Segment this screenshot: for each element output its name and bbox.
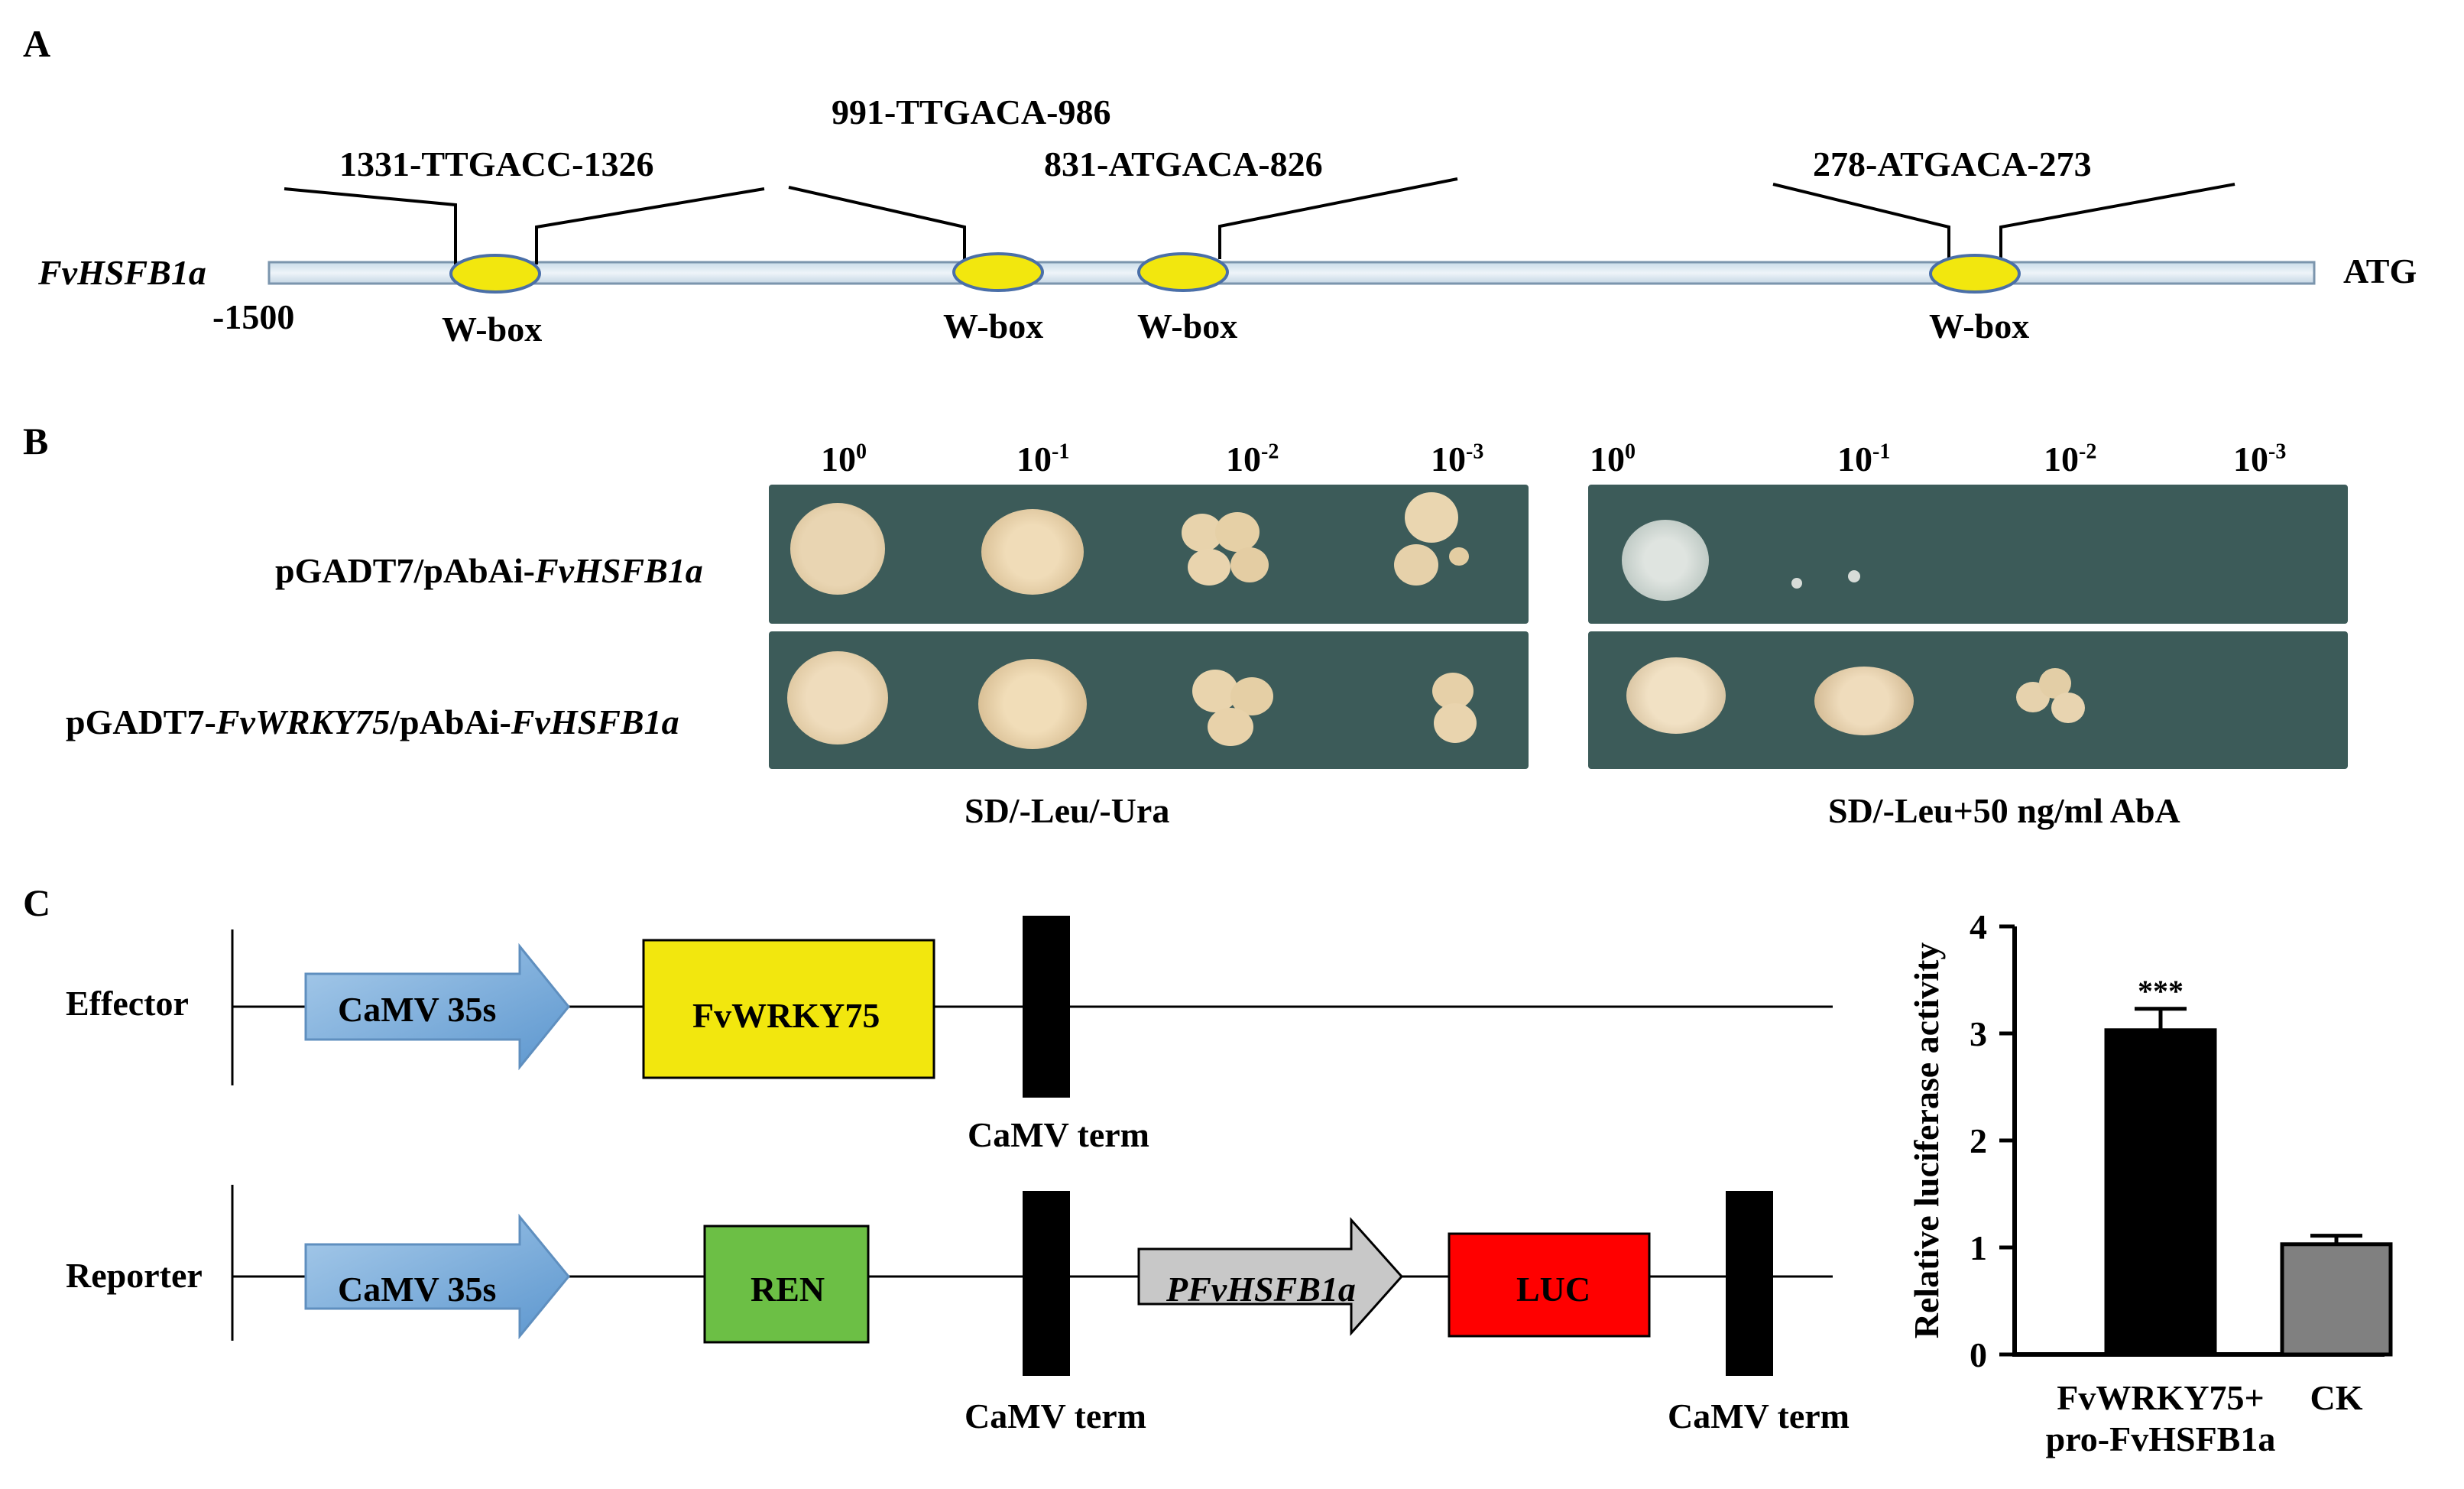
pfvhsfb1a-arrow	[1137, 1217, 1404, 1336]
ren-box	[703, 1225, 870, 1344]
effector-terminator	[1023, 916, 1070, 1098]
start-position: -1500	[212, 297, 295, 336]
reporter-terminator-2	[1726, 1191, 1773, 1376]
bar	[2104, 1028, 2217, 1357]
reporter-label: Reporter	[66, 1256, 203, 1295]
yeast-colony	[1791, 578, 1802, 589]
yeast-colony	[1626, 657, 1726, 734]
significance-mark: ***	[2138, 974, 2184, 1008]
reporter-terminator-2-label: CaMV term	[1668, 1397, 1850, 1435]
dilution-header: 100	[1590, 440, 1636, 478]
w-box-2-label: W-box	[943, 307, 1044, 345]
gene-label: FvHSFB1a	[38, 253, 206, 292]
yeast-colony	[1230, 547, 1269, 582]
panel-label-c: C	[23, 881, 51, 924]
reporter-terminator-1-label: CaMV term	[965, 1397, 1146, 1435]
ren-label: REN	[751, 1270, 825, 1309]
w-box-4	[1929, 254, 2021, 294]
y-tick-label: 2	[1970, 1121, 1987, 1160]
row-2-label: pGADT7-FvWRKY75/pAbAi-FvHSFB1a	[66, 702, 679, 741]
site-4-bracket-left	[1772, 183, 1950, 264]
dilution-header: 10-2	[2044, 440, 2097, 478]
w-box-1-label: W-box	[442, 310, 543, 349]
media-left-label: SD/-Leu/-Ura	[965, 791, 1170, 830]
effector-gene-label: FvWRKY75	[692, 996, 880, 1035]
plate-sd-leu-ura-row2	[769, 631, 1529, 769]
yeast-colony	[1848, 570, 1860, 582]
x-tick-label: FvWRKY75+	[2057, 1378, 2265, 1417]
site-1-bracket-right	[535, 187, 765, 264]
w-box-3-label: W-box	[1137, 307, 1238, 345]
effector-promoter-arrow	[304, 942, 570, 1071]
site-3-bracket	[1218, 177, 1458, 259]
luc-box	[1448, 1232, 1651, 1338]
site-1-sequence: 1331-TTGACC-1326	[339, 144, 654, 183]
row-1-label: pGADT7/pAbAi-FvHSFB1a	[275, 551, 703, 590]
dilution-header: 10-1	[1837, 440, 1891, 478]
effector-terminator-label: CaMV term	[968, 1115, 1149, 1154]
dilution-header: 10-3	[1431, 440, 1484, 478]
y-tick-label: 4	[1970, 907, 1987, 946]
yeast-colony	[1434, 703, 1477, 743]
y-tick-label: 3	[1970, 1014, 1987, 1053]
dilution-header: 10-3	[2233, 440, 2287, 478]
yeast-colony	[1208, 708, 1253, 746]
yeast-colony	[1215, 512, 1260, 552]
yeast-colony	[2051, 693, 2085, 723]
plate-sd-leu-aba-row1	[1588, 485, 2348, 624]
dilution-header: 10-1	[1016, 440, 1070, 478]
site-4-sequence: 278-ATGACA-273	[1813, 144, 2092, 183]
w-box-1	[449, 254, 541, 294]
site-3-sequence: 831-ATGACA-826	[1044, 144, 1323, 183]
w-box-3	[1137, 252, 1229, 292]
w-box-4-label: W-box	[1929, 307, 2030, 345]
bar	[2280, 1242, 2393, 1357]
pfvhsfb1a-label: PFvHSFB1a	[1166, 1270, 1356, 1309]
effector-label: Effector	[66, 984, 189, 1023]
x-tick-label: pro-FvHSFB1a	[2046, 1419, 2276, 1458]
luc-label: LUC	[1516, 1270, 1591, 1309]
effector-gene-box	[642, 939, 935, 1079]
yeast-colony	[790, 503, 885, 595]
plate-sd-leu-ura-row1	[769, 485, 1529, 624]
yeast-colony	[1814, 667, 1914, 735]
site-2-sequence: 991-TTGACA-986	[832, 92, 1111, 131]
x-tick-label: CK	[2310, 1378, 2363, 1417]
promoter-map	[267, 177, 2316, 294]
site-4-bracket-right	[1999, 183, 2235, 264]
y-tick-label: 0	[1970, 1335, 1987, 1374]
yeast-colony	[787, 651, 888, 744]
reporter-promoter-arrow	[304, 1213, 570, 1340]
yeast-colony	[978, 659, 1087, 749]
atg-label: ATG	[2343, 251, 2417, 290]
media-right-label: SD/-Leu+50 ng/ml AbA	[1828, 791, 2180, 830]
dilution-header: 10-2	[1226, 440, 1279, 478]
yeast-colony	[981, 509, 1084, 595]
effector-promoter-label: CaMV 35s	[338, 990, 497, 1029]
yeast-colony	[1449, 547, 1469, 566]
site-1-bracket-left	[284, 187, 457, 264]
yeast-colony	[1405, 492, 1458, 543]
yeast-colony	[1394, 544, 1438, 586]
y-axis-label: Relative luciferase activity	[1907, 942, 1946, 1339]
w-box-2	[952, 252, 1044, 292]
plate-sd-leu-aba-row2	[1588, 631, 2348, 769]
y-tick-label: 1	[1970, 1228, 1987, 1267]
dilution-header: 100	[821, 440, 867, 478]
reporter-terminator-1	[1023, 1191, 1070, 1376]
reporter-promoter-label: CaMV 35s	[338, 1270, 497, 1309]
construct-diagram	[231, 916, 1833, 1376]
site-2-bracket	[788, 186, 966, 264]
yeast-colony	[1188, 549, 1230, 586]
yeast-colony	[1622, 520, 1709, 601]
panel-label-a: A	[23, 22, 51, 65]
panel-label-b: B	[23, 420, 49, 462]
